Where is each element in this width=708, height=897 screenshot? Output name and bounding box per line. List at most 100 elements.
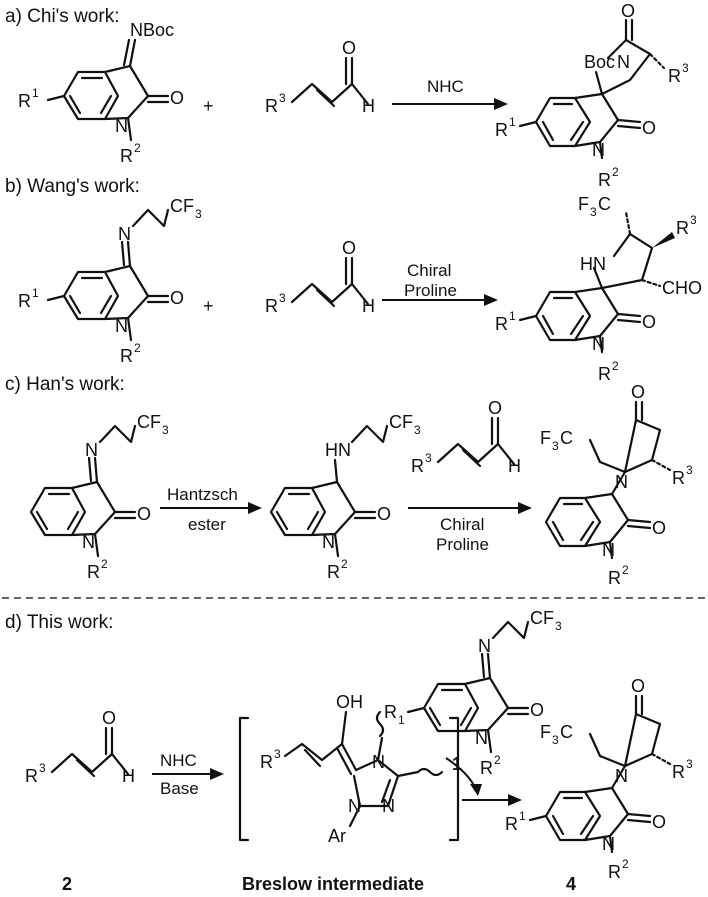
arrowhead: [518, 502, 532, 514]
isatin-cf3-imine: N CF 3 O N R 2: [29, 412, 169, 582]
atom-o: O: [170, 88, 184, 108]
section-c-header: c) Han's work:: [5, 374, 125, 395]
atom-n: N: [602, 834, 615, 854]
atom-o: O: [621, 1, 635, 21]
atom-cf: CF: [530, 608, 554, 628]
atom-r: R: [25, 766, 38, 786]
atom-n: N: [615, 472, 628, 492]
atom-o: O: [342, 38, 356, 58]
sup-1: 1: [509, 115, 516, 129]
arrowhead: [470, 784, 482, 796]
sup-3: 3: [686, 463, 693, 477]
sup-3: 3: [279, 91, 286, 105]
atom-nboc: NBoc: [130, 20, 174, 40]
atom-h: H: [362, 296, 375, 316]
atom-r: R: [480, 758, 493, 778]
sup-3: 3: [279, 291, 286, 305]
breslow-intermediate: R 3 OH N N N Ar: [260, 692, 444, 846]
sup-3: 3: [39, 761, 46, 775]
atom-r: R: [18, 91, 31, 111]
atom-n: N: [118, 224, 131, 244]
atom-r: R: [608, 862, 621, 882]
atom-n: N: [372, 752, 385, 772]
spiro-product-b: HN F 3 C R 3 CHO O N R 2 R 1: [495, 194, 702, 384]
atom-o: O: [631, 676, 645, 696]
sup-2: 2: [134, 341, 141, 355]
enal: R 3 O H: [265, 38, 375, 116]
atom-r: R: [676, 218, 689, 238]
atom-cf: CF: [170, 196, 194, 216]
atom-o: O: [642, 118, 656, 138]
atom-cho: CHO: [662, 278, 702, 298]
atom-n: N: [382, 796, 395, 816]
section-a-header: a) Chi's work:: [5, 6, 119, 27]
atom-n: N: [602, 540, 615, 560]
atom-n: N: [85, 440, 98, 460]
sub-3: 3: [552, 733, 559, 747]
atom-r: R: [120, 146, 133, 166]
atom-r: R: [265, 96, 278, 116]
sub-3: 3: [195, 207, 202, 221]
atom-n: N: [115, 316, 128, 336]
arrowhead: [508, 794, 522, 806]
reagent-chiral: Chiral: [407, 261, 451, 280]
atom-r: R: [87, 562, 100, 582]
atom-r: R: [265, 296, 278, 316]
enal: R 3 O H: [265, 238, 375, 316]
reagent-ester: ester: [188, 515, 226, 534]
sub-1: 1: [398, 713, 405, 727]
sup-1: 1: [32, 286, 39, 300]
spiro-product-a: Boc N O R 3 O N R 2 R 1: [495, 1, 689, 190]
atom-n: N: [617, 52, 630, 72]
atom-r: R: [411, 456, 424, 476]
atom-r: R: [598, 170, 611, 190]
amine-intermediate: HN CF 3 O N R 2: [269, 412, 421, 582]
sub-3: 3: [552, 439, 559, 453]
atom-n: N: [115, 116, 128, 136]
reagent-chiral: Chiral: [440, 515, 484, 534]
sup-2: 2: [494, 753, 501, 767]
atom-f: F: [540, 722, 551, 742]
section-b-header: b) Wang's work:: [5, 176, 140, 197]
atom-n: N: [475, 728, 488, 748]
atom-r: R: [598, 364, 611, 384]
atom-o: O: [642, 312, 656, 332]
section-d-header: d) This work:: [5, 612, 113, 633]
sup-2: 2: [341, 557, 348, 571]
atom-h: H: [362, 96, 375, 116]
sup-2: 2: [622, 563, 629, 577]
atom-o: O: [377, 504, 391, 524]
reagent-proline: Proline: [404, 281, 457, 300]
atom-h: H: [508, 456, 521, 476]
atom-o: O: [342, 238, 356, 258]
sup-2: 2: [612, 359, 619, 373]
sup-3: 3: [274, 747, 281, 761]
atom-f: F: [540, 428, 551, 448]
atom-r: R: [668, 66, 681, 86]
atom-o: O: [631, 382, 645, 402]
reagent-nhc: NHC: [427, 77, 464, 96]
sup-3: 3: [682, 61, 689, 75]
section-a: a) Chi's work: NBoc O N R 2 R 1 + R 3: [5, 1, 689, 190]
atom-r: R: [327, 562, 340, 582]
compound-4: O N F 3 C R 3 O N R 2 R 1: [505, 676, 693, 882]
atom-o: O: [652, 812, 666, 832]
compound-1: N CF 3 O N R 2 R 1 1: [384, 608, 562, 778]
sup-3: 3: [686, 757, 693, 771]
reagent-hantzsch: Hantzsch: [167, 485, 238, 504]
sup-1: 1: [519, 809, 526, 823]
atom-n: N: [322, 532, 335, 552]
atom-n: N: [615, 766, 628, 786]
atom-boc: Boc: [584, 52, 615, 72]
sup-2: 2: [612, 165, 619, 179]
atom-cf: CF: [137, 412, 161, 432]
spiro-product-c: O N F 3 C R 3 O N R 2: [540, 382, 693, 588]
atom-r: R: [505, 814, 518, 834]
atom-n: N: [592, 334, 605, 354]
compound-2-label: 2: [62, 874, 72, 894]
arrowhead: [210, 768, 224, 780]
atom-n: N: [478, 636, 491, 656]
compound-2-enal: R 3 O H: [25, 708, 135, 786]
sub-3: 3: [414, 423, 421, 437]
sup-1: 1: [32, 86, 39, 100]
